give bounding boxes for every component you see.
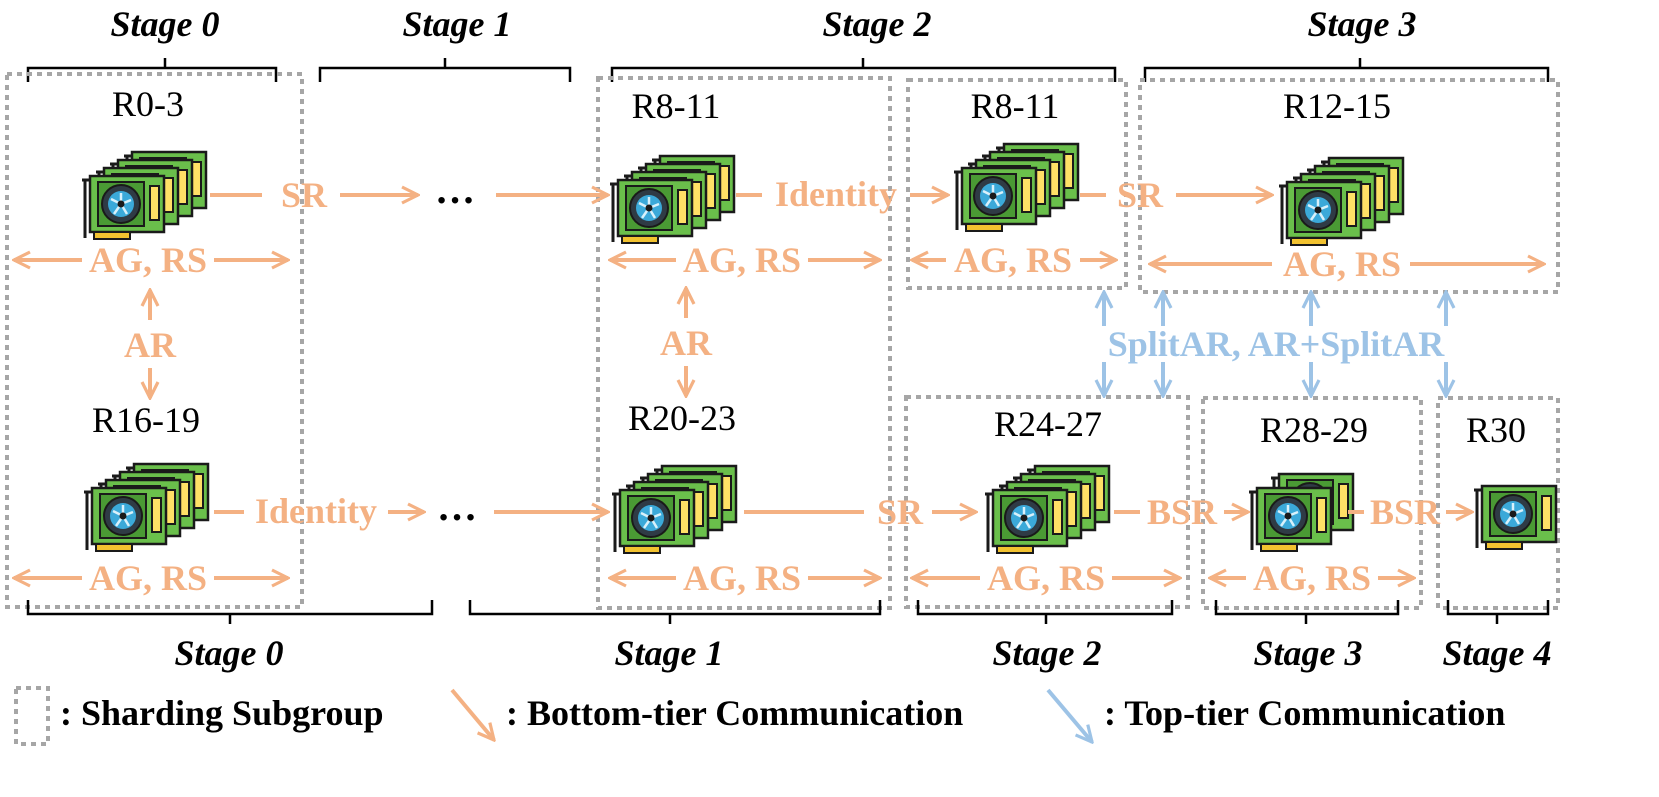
stage-top-0: Stage 0	[110, 4, 219, 44]
brace-top-stage-2	[610, 58, 1117, 82]
brace-bottom-stage-3	[1214, 600, 1400, 624]
gpu-stack-icon-r24-27	[985, 466, 1109, 553]
rank-label-r24-27: R24-27	[994, 404, 1102, 444]
rank-label-r8-11-a: R8-11	[632, 86, 721, 126]
sharding-box-r8-11	[906, 78, 1128, 290]
legend-sharding-swatch	[14, 686, 50, 746]
sharding-box-r28-29	[1201, 396, 1423, 610]
gpu-stack-icon-r8-11-b	[954, 144, 1078, 231]
brace-bottom-stage-0	[26, 600, 434, 624]
stage-bottom-1: Stage 1	[614, 633, 723, 673]
rank-label-r30: R30	[1466, 410, 1526, 450]
brace-bottom-stage-4	[1446, 600, 1550, 624]
ellipsis-top: …	[435, 167, 475, 212]
label-bsr-1: BSR	[1147, 492, 1218, 532]
stage-bottom-4: Stage 4	[1442, 633, 1551, 673]
sharding-box-r12-15	[1138, 78, 1560, 294]
stage-bottom-3: Stage 3	[1253, 633, 1362, 673]
gpu-stack-icon-r12-15	[1279, 158, 1403, 245]
stage-bottom-2: Stage 2	[992, 633, 1101, 673]
gpu-stack-icon-r16-19	[84, 464, 208, 551]
label-ag-rs-r24: AG, RS	[987, 558, 1105, 598]
gpu-icon-r30	[1472, 484, 1558, 551]
rank-label-r16-19: R16-19	[92, 400, 200, 440]
sharding-box-r0-r16	[5, 72, 304, 609]
gpu-stack-icon-r8-11-a	[610, 156, 734, 243]
gpu-stack-icon-r0-3	[82, 152, 206, 239]
stage-top-3: Stage 3	[1307, 4, 1416, 44]
label-ag-rs-r12: AG, RS	[1283, 244, 1401, 284]
legend-top-tier-arrow	[1046, 688, 1092, 742]
sharding-box-r24-27	[904, 395, 1190, 609]
gpu-stack-icon-r28-29	[1249, 474, 1353, 551]
label-ag-rs-r0: AG, RS	[89, 240, 207, 280]
label-ag-rs-r8b: AG, RS	[954, 240, 1072, 280]
sharding-box-r30	[1436, 396, 1560, 610]
label-sr-r20: SR	[877, 492, 924, 532]
stage-top-2: Stage 2	[822, 4, 931, 44]
label-sr-r8: SR	[1117, 175, 1164, 215]
label-identity-top: Identity	[775, 174, 897, 214]
legend-bottom-tier-arrow	[450, 688, 494, 740]
label-ag-rs-r20: AG, RS	[683, 558, 801, 598]
rank-label-r12-15: R12-15	[1283, 86, 1391, 126]
label-split-ar: SplitAR, AR+SplitAR	[1108, 324, 1446, 364]
label-ag-rs-r16: AG, RS	[89, 558, 207, 598]
brace-top-stage-1	[318, 58, 572, 82]
stage-bottom-0: Stage 0	[174, 633, 283, 673]
label-sr-r0: SR	[281, 175, 328, 215]
label-bsr-2: BSR	[1370, 492, 1441, 532]
brace-top-stage-0	[26, 58, 278, 82]
label-ar-r0: AR	[124, 325, 177, 365]
legend-bottom-label: : Bottom-tier Communication	[506, 693, 963, 733]
legend-top-label: : Top-tier Communication	[1104, 693, 1505, 733]
ellipsis-bottom: …	[437, 484, 477, 529]
brace-top-stage-3	[1143, 58, 1550, 82]
label-ag-rs-r8a: AG, RS	[683, 240, 801, 280]
label-ag-rs-r28: AG, RS	[1253, 558, 1371, 598]
gpu-stack-icon-r20-23	[612, 466, 736, 553]
label-ar-r8: AR	[660, 323, 713, 363]
rank-label-r28-29: R28-29	[1260, 410, 1368, 450]
stage-top-1: Stage 1	[402, 4, 511, 44]
brace-bottom-stage-2	[916, 600, 1174, 624]
rank-label-r8-11-b: R8-11	[971, 86, 1060, 126]
brace-bottom-stage-1	[468, 600, 882, 624]
label-identity-bottom: Identity	[255, 491, 377, 531]
rank-label-r20-23: R20-23	[628, 398, 736, 438]
legend-sharding-label: : Sharding Subgroup	[60, 693, 384, 733]
rank-label-r0-3: R0-3	[112, 84, 184, 124]
